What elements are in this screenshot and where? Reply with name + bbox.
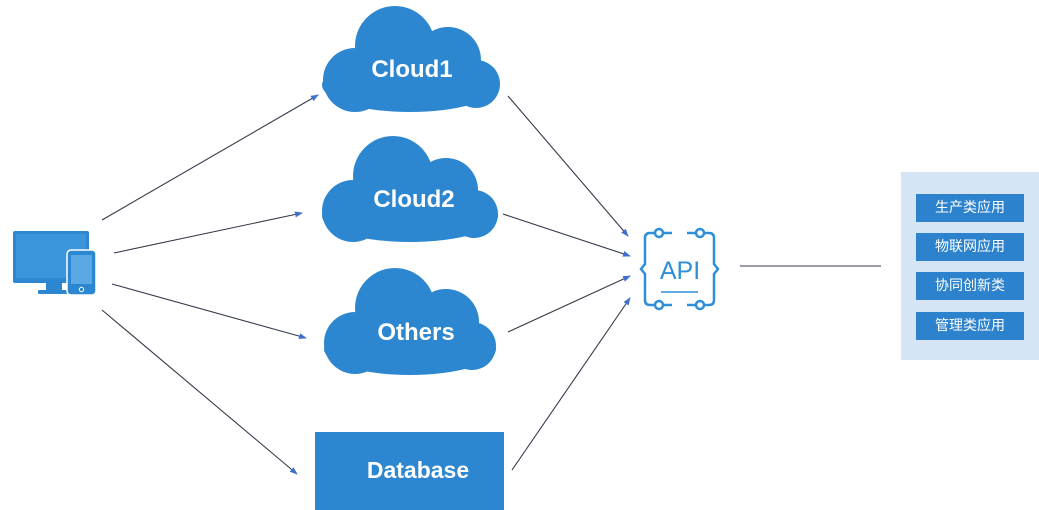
- api-connector-icon: [639, 227, 720, 311]
- cloud1-node: Cloud1: [322, 6, 500, 112]
- edge-client-others: [111, 283, 307, 340]
- edge-others-api: [507, 275, 631, 333]
- app-item-management[interactable]: 管理类应用: [916, 312, 1024, 340]
- edge-database-api: [511, 297, 631, 471]
- others-node: Others: [324, 268, 496, 375]
- application-panel: 生产类应用 物联网应用 协同创新类 管理类应用: [901, 172, 1039, 360]
- others-label: Others: [377, 319, 454, 346]
- monitor-and-phone-icon: [13, 231, 97, 296]
- app-item-production[interactable]: 生产类应用: [916, 194, 1024, 222]
- edge-client-cloud2: [113, 211, 303, 254]
- edge-client-database: [101, 309, 298, 475]
- edge-cloud2-api: [502, 213, 631, 257]
- cloud1-label: Cloud1: [371, 56, 452, 83]
- cloud2-node: Cloud2: [322, 136, 498, 242]
- edge-cloud1-api: [507, 95, 629, 237]
- database-label: Database: [367, 457, 469, 483]
- cloud2-label: Cloud2: [373, 186, 454, 213]
- app-item-collaboration[interactable]: 协同创新类: [916, 272, 1024, 300]
- database-node: Database: [315, 432, 504, 510]
- api-label: API: [660, 257, 700, 285]
- app-item-iot[interactable]: 物联网应用: [916, 233, 1024, 261]
- connectors: [101, 94, 881, 475]
- edge-client-cloud1: [101, 94, 319, 221]
